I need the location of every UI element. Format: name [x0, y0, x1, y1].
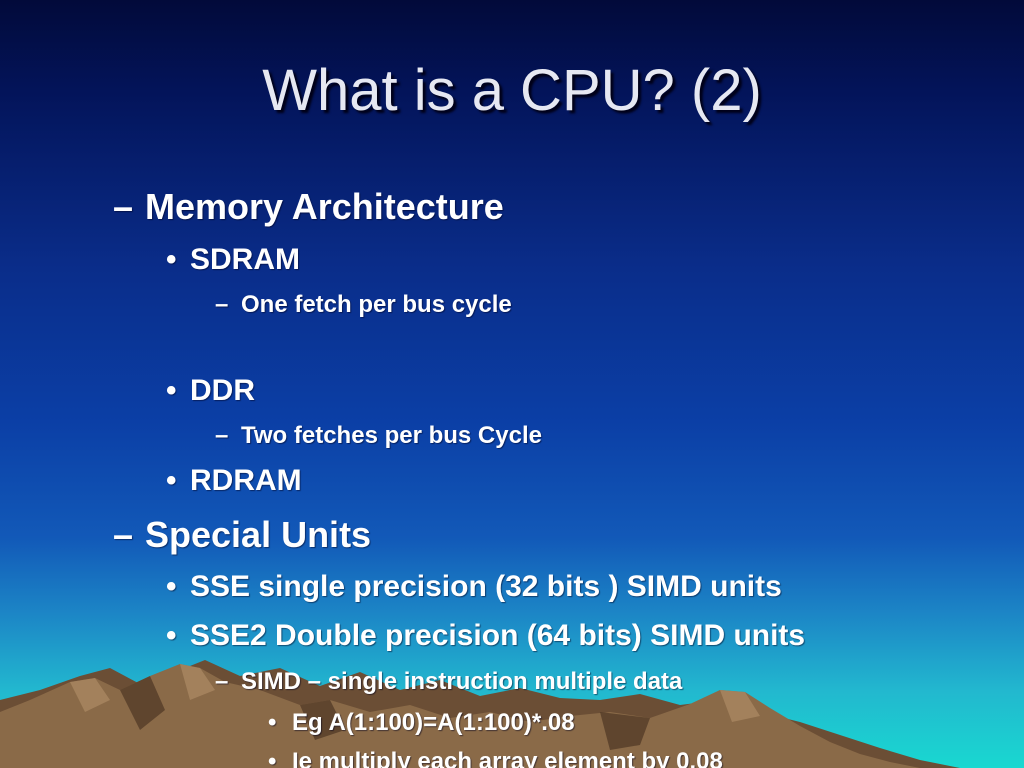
bullet-ddr-detail: –Two fetches per bus Cycle — [215, 422, 542, 450]
dash-marker: – — [113, 514, 134, 555]
dot-marker: • — [268, 748, 277, 768]
bullet-text: Two fetches per bus Cycle — [241, 422, 542, 449]
bullet-simd: –SIMD – single instruction multiple data — [215, 668, 682, 696]
bullet-sdram-detail: –One fetch per bus cycle — [215, 291, 512, 319]
bullet-ddr: • DDR — [166, 374, 255, 408]
bullet-special-units: –Special Units — [113, 514, 371, 556]
bullet-text: DDR — [190, 374, 255, 407]
dot-marker: • — [166, 464, 177, 497]
bullet-memory-architecture: –Memory Architecture — [113, 186, 504, 228]
dash-marker: – — [113, 186, 134, 227]
dot-marker: • — [166, 570, 177, 603]
bullet-text: Special Units — [145, 514, 372, 555]
dot-marker: • — [268, 709, 277, 736]
bullet-text: Ie multiply each array element by 0.08 — [292, 748, 723, 768]
bullet-text: Memory Architecture — [145, 186, 504, 227]
bullet-text: RDRAM — [190, 464, 302, 497]
bullet-sse2: • SSE2 Double precision (64 bits) SIMD un… — [166, 619, 805, 653]
dot-marker: • — [166, 619, 177, 652]
mountain-range-front — [0, 664, 920, 768]
dot-marker: • — [166, 243, 177, 276]
bullet-text: SIMD – single instruction multiple data — [241, 668, 683, 695]
dot-marker: • — [166, 374, 177, 407]
bullet-text: SDRAM — [190, 243, 300, 276]
dash-marker: – — [215, 668, 229, 695]
slide-title: What is a CPU? (2) — [262, 58, 762, 123]
bullet-example: • Eg A(1:100)=A(1:100)*.08 — [268, 709, 575, 737]
dash-marker: – — [215, 291, 229, 318]
bullet-text: Eg A(1:100)=A(1:100)*.08 — [292, 709, 575, 736]
bullet-text: SSE2 Double precision (64 bits) SIMD uni… — [190, 619, 806, 652]
bullet-rdram: • RDRAM — [166, 464, 302, 498]
bullet-sse: • SSE single precision (32 bits ) SIMD un… — [166, 570, 782, 604]
bullet-text: SSE single precision (32 bits ) SIMD uni… — [190, 570, 782, 603]
bullet-sdram: • SDRAM — [166, 243, 300, 277]
dash-marker: – — [215, 422, 229, 449]
bullet-explanation: • Ie multiply each array element by 0.08 — [268, 748, 723, 768]
bullet-text: One fetch per bus cycle — [241, 291, 512, 318]
